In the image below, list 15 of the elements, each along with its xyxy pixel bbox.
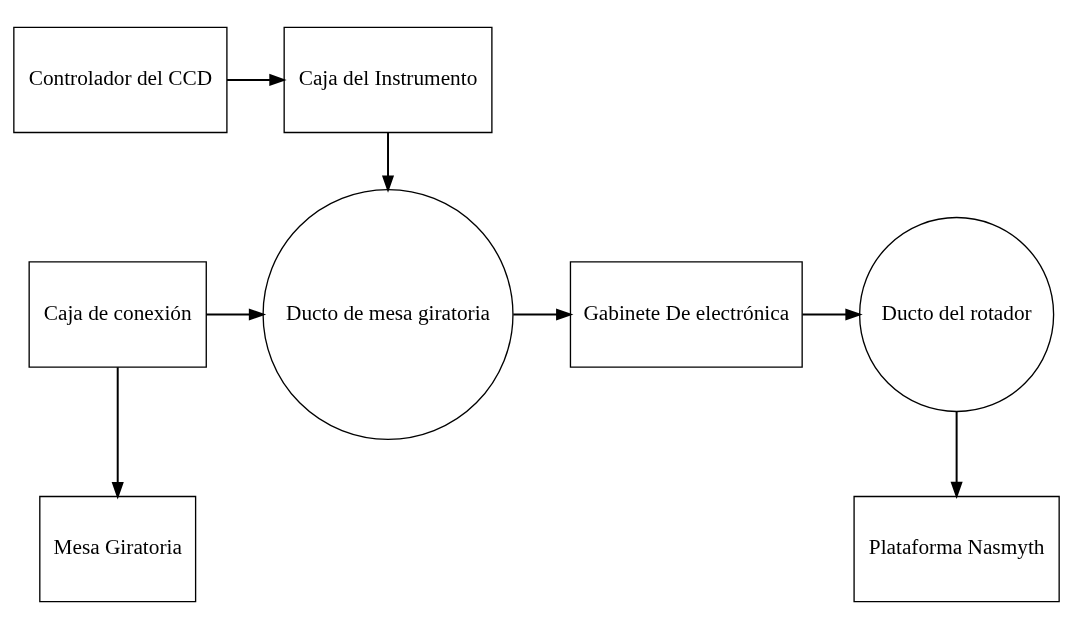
node-box: Gabinete De electrónica [569,261,803,368]
arrow [381,131,395,193]
arrow [205,308,267,321]
node-box: Caja de conexión [28,261,207,368]
node-box: Plataforma Nasmyth [853,495,1060,603]
node-box: Controlador del CCD [13,26,228,134]
node-circle: Ducto del rotador [858,216,1055,413]
arrow [801,308,863,321]
node-circle: Ducto de mesa giratoria [262,188,514,441]
node-box: Caja del Instrumento [283,26,493,134]
arrow [512,308,574,321]
arrow [111,366,124,500]
arrow [950,410,963,500]
node-box: Mesa Giratoria [39,495,197,603]
arrow [226,73,287,86]
